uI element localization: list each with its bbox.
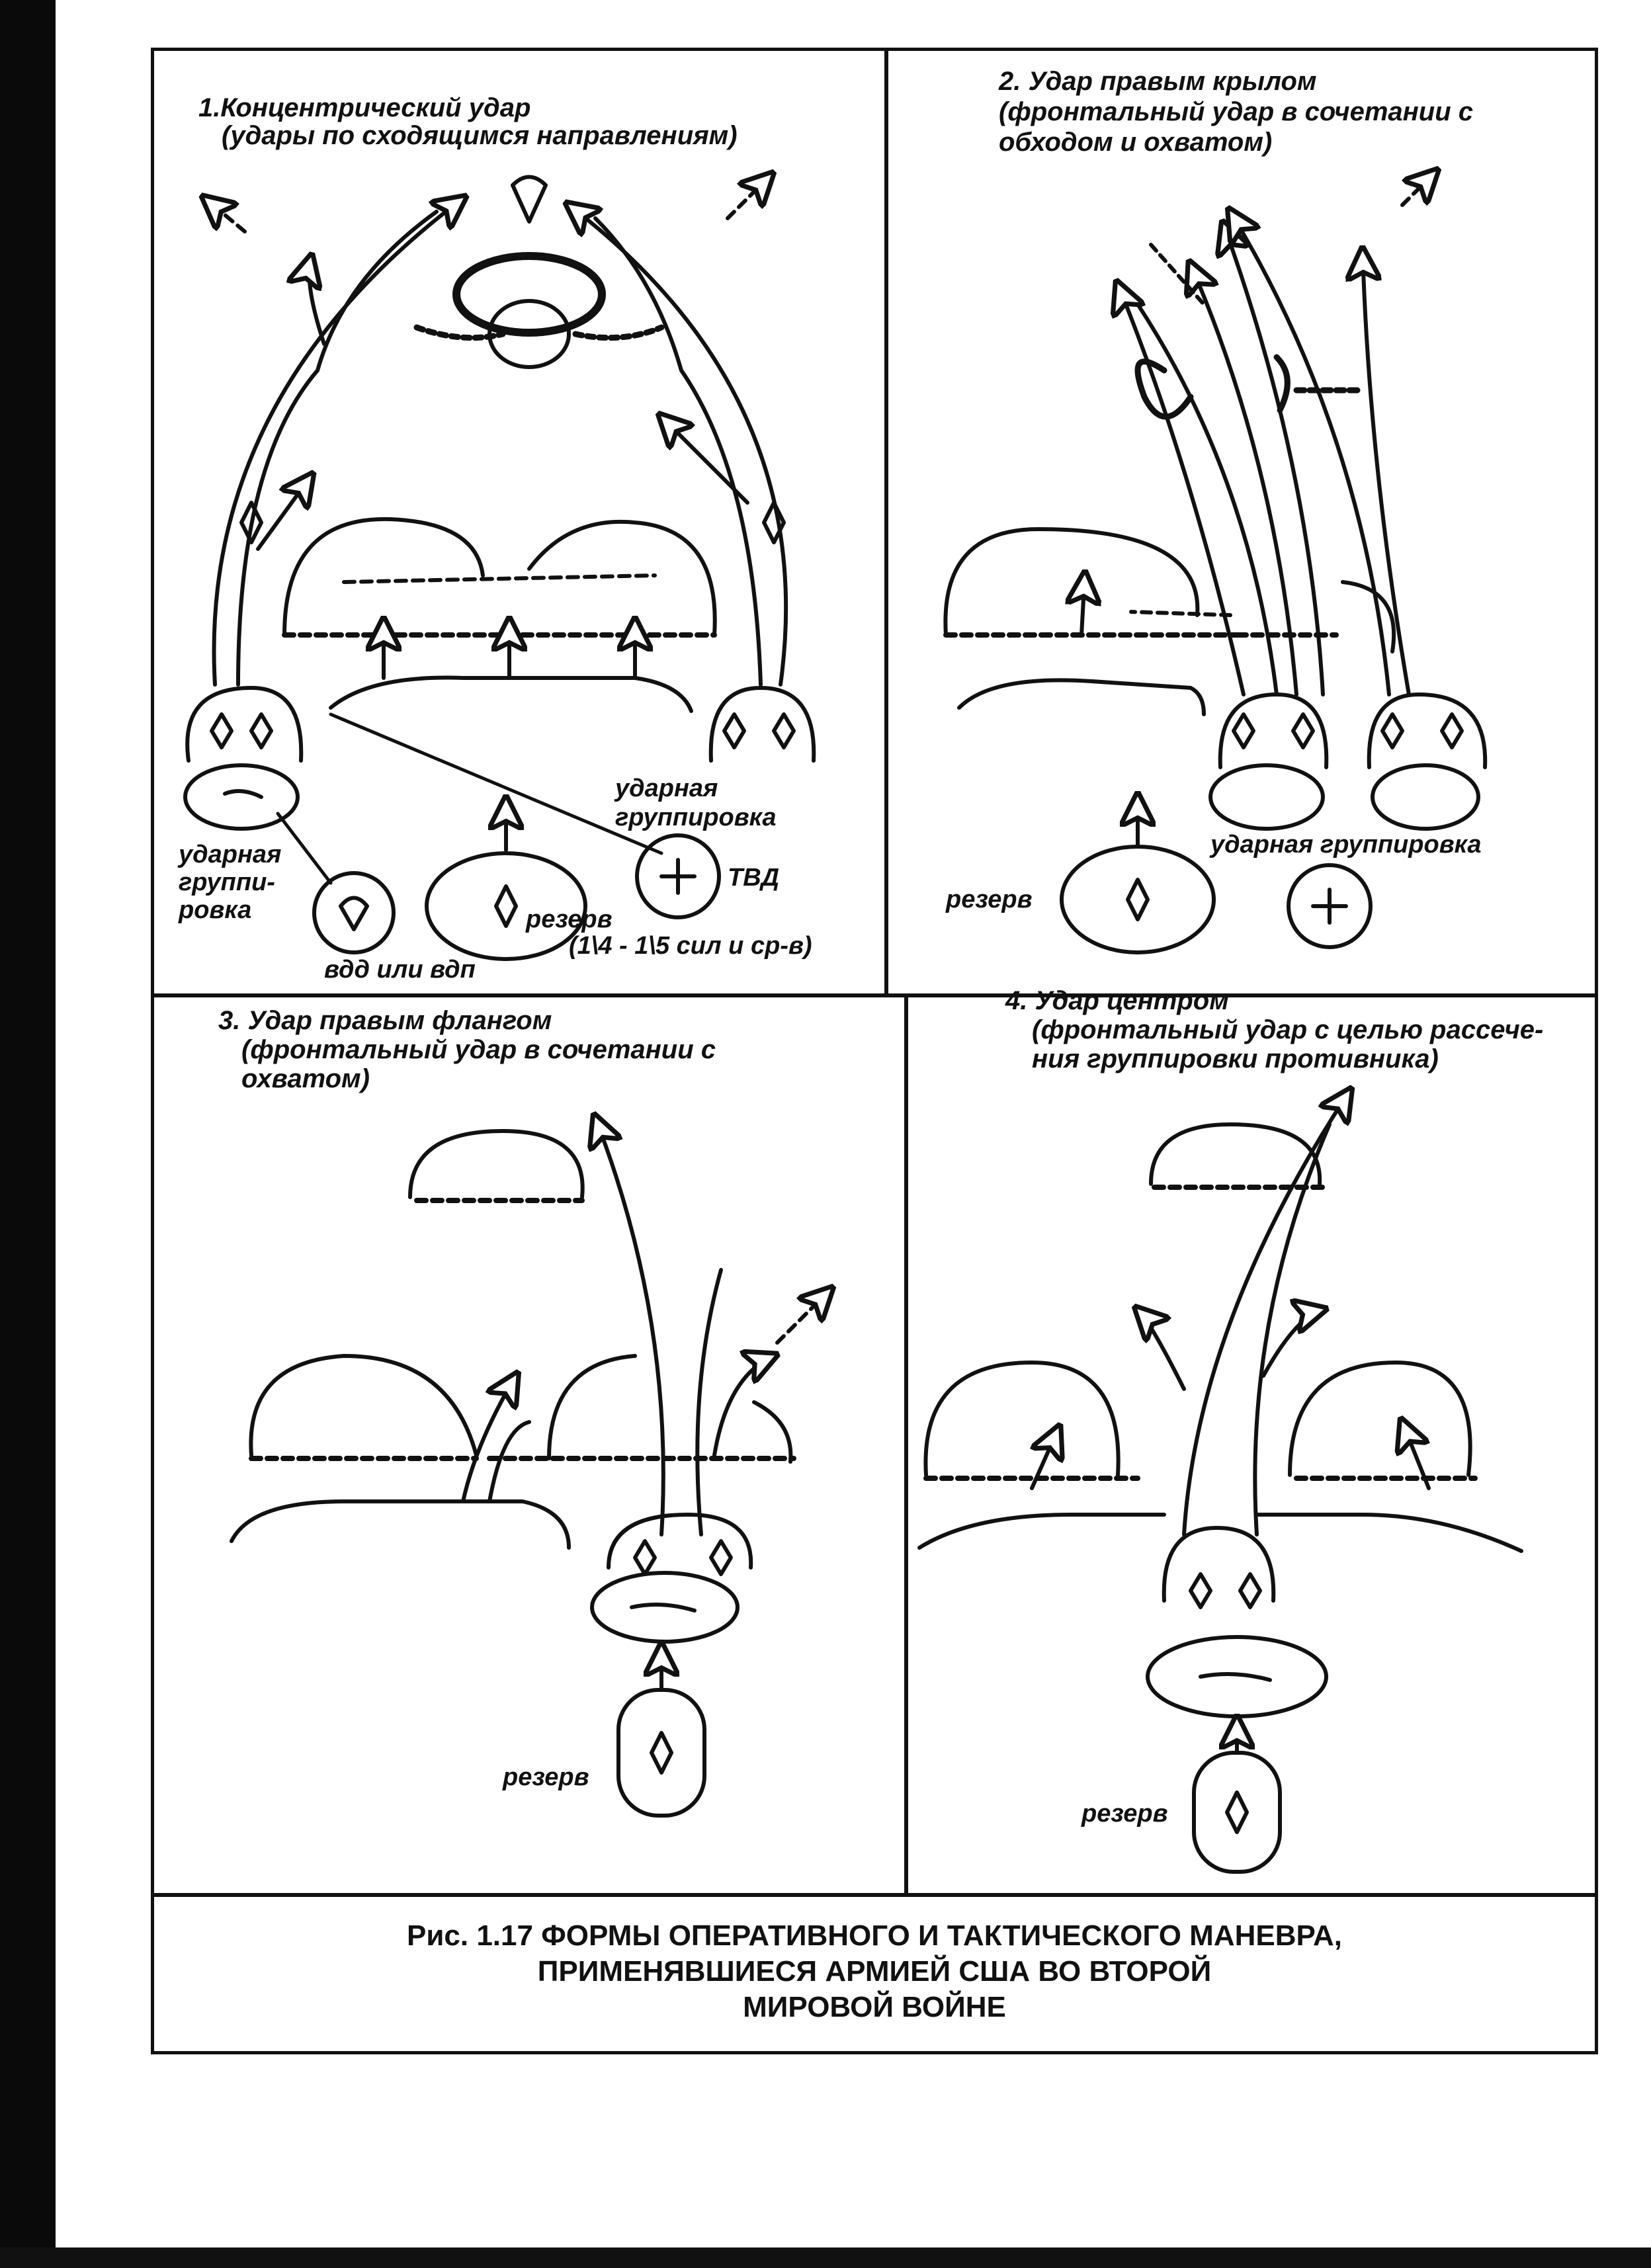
scan-dark-edge: [0, 0, 56, 2268]
figure-frame: [151, 48, 1598, 2054]
panel-1-group-left-line2: группи-: [179, 868, 275, 896]
caption-line-2: ПРИМЕНЯВШИЕСЯ АРМИЕЙ США ВО ВТОРОЙ: [537, 1955, 1212, 1988]
panel-4-title: 4. Удар центром: [1005, 986, 1229, 1015]
panel-1-airborne-label: вдд или вдп: [324, 956, 476, 984]
enemy-position-left: [282, 517, 485, 637]
enemy-position-top: [408, 1129, 585, 1199]
reserve-ellipse: [425, 851, 587, 961]
center-main-arrow: [1182, 1091, 1349, 1536]
panel-2-subtitle-line2: обходом и охватом): [999, 128, 1273, 157]
figure-caption: Рис. 1.17 ФОРМЫ ОПЕРАТИВНОГО И ТАКТИЧЕСК…: [154, 1918, 1595, 2025]
reserve-ellipse-4: [1192, 1751, 1282, 1874]
panel-3-title: 3. Удар правым флангом: [218, 1006, 552, 1035]
second-echelon-left: [183, 763, 300, 831]
panel-1-theater-label: ТВД: [728, 864, 780, 892]
shock-group-right: [708, 686, 816, 763]
panel-3-reserve-label: резерв: [503, 1763, 589, 1791]
panel-4-reserve-label: резерв: [1081, 1800, 1168, 1827]
reserve-ellipse-3: [616, 1688, 706, 1818]
panel-1-group-left-line1: ударная: [179, 841, 282, 868]
right-wing-sweep-arrow-2: [1230, 212, 1391, 696]
panel-2-drawing: [943, 172, 1488, 954]
panel-4-drawing: [917, 1091, 1523, 1874]
right-envelopment-arrow: [569, 205, 788, 687]
caption-line-3: МИРОВОЙ ВОЙНЕ: [743, 1991, 1006, 2023]
panel-1-group-right-line1: ударная: [615, 775, 718, 802]
panel-1-title: 1.Концентрический удар: [198, 93, 531, 122]
enemy-position-right: [527, 519, 717, 637]
front-line: [329, 675, 693, 713]
airborne-division-circle: [312, 871, 396, 954]
panel-2-reserve-label: резерв: [946, 886, 1033, 913]
panel-1-reserve-label: резерв: [526, 905, 613, 933]
left-envelopment-arrow: [212, 198, 463, 687]
theater-aviation-circle: [635, 833, 721, 919]
panel-1-group-left-line3: ровка: [179, 896, 252, 924]
panel-2-group-label: ударная группировка: [1210, 831, 1482, 859]
panel-1-drawing: [183, 175, 816, 961]
panel-1-reserve-share: (1\4 - 1\5 сил и ср-в): [569, 932, 812, 960]
panel-3-subtitle-line1: (фронтальный удар в сочетании с: [241, 1035, 716, 1064]
flank-main-arrow: [595, 1118, 665, 1536]
encircled-enemy: [452, 252, 606, 337]
panel-1-subtitle: (удары по сходящимся направлениям): [222, 121, 738, 150]
panel-3-subtitle-line2: охватом): [241, 1064, 370, 1093]
caption-line-1: Рис. 1.17 ФОРМЫ ОПЕРАТИВНОГО И ТАКТИЧЕСК…: [407, 1919, 1342, 1952]
enemy-position-top-4: [1149, 1122, 1322, 1186]
panel-2-title: 2. Удар правым крылом: [999, 67, 1317, 96]
shock-group-left: [185, 686, 304, 763]
panel-2-subtitle-line1: (фронтальный удар в сочетании с: [999, 97, 1474, 126]
panel-3-drawing: [230, 1118, 830, 1818]
reserve-ellipse-2: [1060, 845, 1216, 954]
scan-bottom-edge: [0, 2247, 1651, 2268]
right-wing-sweep-arrow-1: [1118, 284, 1246, 696]
panel-1-group-right-line2: группировка: [615, 804, 777, 831]
enemy-position-big: [943, 527, 1200, 637]
panel-4-subtitle-line2: ния группировки противника): [1032, 1044, 1439, 1073]
panel-4-subtitle-line1: (фронтальный удар с целью рассече-: [1032, 1015, 1544, 1044]
